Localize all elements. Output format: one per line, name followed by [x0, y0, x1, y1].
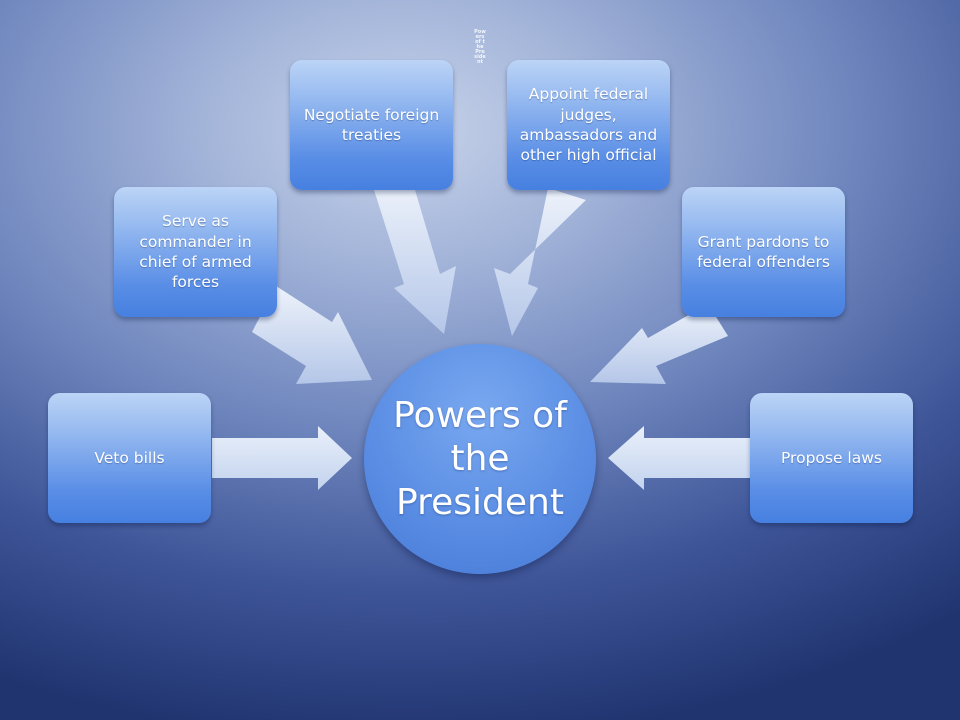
power-label: Veto bills — [94, 448, 165, 467]
power-box-foreign-treaties: Negotiate foreign treaties — [290, 60, 453, 190]
arrow-veto-bills — [212, 426, 352, 490]
power-label: Grant pardons to federal offenders — [697, 232, 830, 271]
arrow-pardons — [590, 304, 728, 384]
power-label: Negotiate foreign treaties — [303, 105, 440, 144]
power-box-veto-bills: Veto bills — [48, 393, 211, 523]
power-box-appoint-judges: Appoint federal judges, ambassadors and … — [507, 60, 670, 190]
center-label: Powers of the President — [393, 395, 567, 523]
power-box-commander-in-chief: Serve as commander in chief of armed for… — [114, 187, 277, 317]
power-label: Serve as commander in chief of armed for… — [139, 212, 252, 292]
power-label: Propose laws — [780, 448, 882, 467]
slide-title: Powers of the President — [474, 29, 486, 65]
center-circle: Powers of the President — [364, 344, 596, 574]
arrow-propose-laws — [608, 426, 752, 490]
power-box-propose-laws: Propose laws — [750, 393, 913, 523]
power-box-pardons: Grant pardons to federal offenders — [682, 187, 845, 317]
arrow-foreign-treaties — [374, 180, 456, 334]
arrow-commander-in-chief — [252, 286, 372, 384]
power-label: Appoint federal judges, ambassadors and … — [519, 85, 658, 165]
arrow-appoint-judges — [494, 188, 586, 336]
